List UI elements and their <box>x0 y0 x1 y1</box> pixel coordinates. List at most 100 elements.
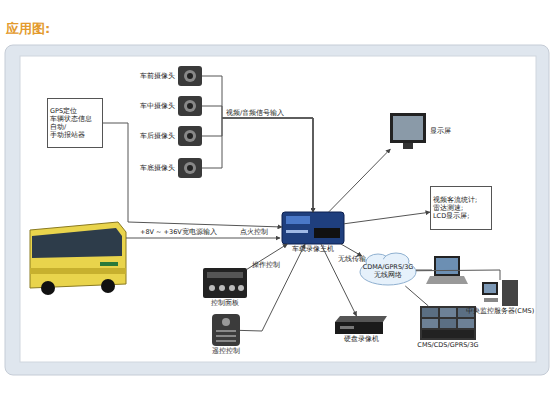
camera-lens <box>184 70 196 82</box>
device-node: 车中摄像头 <box>178 96 202 116</box>
server-keyboard <box>484 298 498 302</box>
remote-body <box>212 314 240 346</box>
server-illustration <box>482 280 518 306</box>
panel-button <box>219 285 225 291</box>
bus-wheel <box>41 281 55 295</box>
node-text-wrap: 车后摄像头 <box>140 132 178 140</box>
node-label: 控制面板 <box>211 299 239 307</box>
node-label: 中央监控服务器(CMS) <box>466 307 534 315</box>
server-screen <box>484 284 496 293</box>
camera-lens <box>184 100 196 112</box>
remote-illustration <box>212 314 240 346</box>
node-text-wrap: CDMA/GPRS/3G 无线网络 <box>360 256 416 286</box>
camera-lens <box>187 73 193 79</box>
camera-lens <box>184 162 196 174</box>
device-node: 硬盘录像机 <box>335 316 387 334</box>
laptop-base <box>426 276 468 284</box>
wall-screen <box>440 319 456 328</box>
recorder-top <box>335 316 387 322</box>
wire-label: 点火控制 <box>240 229 268 237</box>
node-label: 视频客流统计; 雷达测速; LCD显示屏; <box>433 196 489 220</box>
dvr-panel <box>286 216 310 224</box>
node-text-wrap: 显示屏 <box>426 127 451 135</box>
monitor-frame <box>390 113 426 143</box>
camera-body <box>178 96 202 116</box>
node-text-wrap: 遥控控制 <box>212 347 240 355</box>
monitor-illustration <box>390 113 426 149</box>
panel-button <box>209 285 215 291</box>
bus-stripe <box>30 268 126 274</box>
device-node: 显示屏 <box>390 113 426 149</box>
monitor-stand <box>403 143 413 149</box>
wall-screen <box>458 319 474 328</box>
recorder-display <box>340 326 354 329</box>
node-text-wrap: CMS/CDS/GPRS/3G <box>417 341 478 349</box>
dvr-body <box>282 212 344 244</box>
panel-body <box>203 268 247 298</box>
panel-illustration <box>203 268 247 298</box>
laptop-screen <box>434 256 460 276</box>
cloud-shape <box>360 259 416 285</box>
monitor-screen <box>393 116 423 140</box>
node-text-wrap: 车底摄像头 <box>140 164 178 172</box>
camera-icon <box>178 66 202 178</box>
bus-sign <box>100 262 118 266</box>
node-text-wrap: 车载录像主机 <box>292 245 334 253</box>
connector-label: 视频/音频信号输入 <box>226 110 284 118</box>
recorder-front <box>335 322 383 334</box>
connector <box>329 149 391 212</box>
node-label: 硬盘录像机 <box>344 335 379 343</box>
connector <box>416 270 500 280</box>
power-wire <box>126 238 280 239</box>
dvr-slot <box>314 228 340 238</box>
device-node: 中央监控服务器(CMS) <box>482 280 518 306</box>
node-label: 车后摄像头 <box>140 132 175 140</box>
camera-body <box>178 66 202 86</box>
node-text-wrap: 硬盘录像机 <box>344 335 379 343</box>
connector <box>344 212 430 224</box>
device-node: 车后摄像头 <box>178 126 202 146</box>
outer-panel <box>5 45 549 375</box>
camera-lens <box>184 130 196 142</box>
panel-button <box>229 285 235 291</box>
device-node: 车载录像主机 <box>282 212 344 244</box>
camera-lens <box>187 103 193 109</box>
connector <box>202 118 313 212</box>
inner-panel <box>20 56 536 362</box>
info-box: GPS定位 车辆状态信息 自动/手动报站器 <box>47 98 103 148</box>
node-text-wrap: 中央监控服务器(CMS) <box>466 307 534 315</box>
panel-button <box>238 285 244 291</box>
wall-screen <box>422 319 438 328</box>
cloud-illustration <box>360 253 416 285</box>
diagram-title: 应用图: <box>6 20 50 38</box>
panel-strip <box>207 272 243 278</box>
node-text-wrap: 控制面板 <box>211 299 239 307</box>
recorder-illustration <box>335 316 387 334</box>
connector <box>240 244 305 331</box>
connector <box>247 244 287 269</box>
node-label: GPS定位 车辆状态信息 自动/手动报站器 <box>50 107 100 140</box>
device-node: 车底摄像头 <box>178 158 202 178</box>
server-tower <box>502 280 518 306</box>
node-label: CMS/CDS/GPRS/3G <box>417 341 478 349</box>
connector <box>321 244 357 316</box>
bus-windows <box>32 228 122 258</box>
remote-button <box>222 318 230 326</box>
connector <box>202 76 313 212</box>
server-monitor <box>482 282 498 295</box>
node-label: 显示屏 <box>430 127 451 135</box>
node-label: 车载录像主机 <box>292 245 334 253</box>
remote-keys <box>216 330 236 332</box>
laptop-illustration <box>426 256 468 284</box>
connector <box>103 123 282 227</box>
dvr-highlight <box>286 230 308 233</box>
node-label: CDMA/GPRS/3G 无线网络 <box>362 263 414 279</box>
connector <box>202 118 313 212</box>
wall-screen <box>422 308 438 317</box>
node-label: 遥控控制 <box>212 347 240 355</box>
bus-wheel <box>101 279 115 293</box>
laptop-display <box>436 258 458 274</box>
remote-keys <box>216 335 236 337</box>
